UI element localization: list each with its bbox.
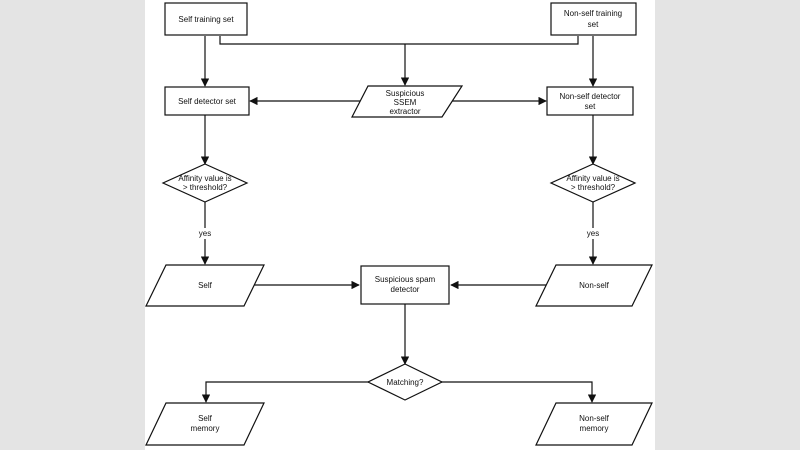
node-self-training-set: Self training set — [164, 2, 248, 36]
blurred-margin-left — [0, 0, 145, 450]
matching-label: Matching? — [387, 378, 424, 387]
edge-labels: yes yes — [196, 228, 602, 239]
nonself-training-label-line1: Non-self training — [564, 9, 622, 18]
node-affinity-check-left: Affinity value is > threshold? — [161, 163, 249, 203]
yes-label-left: yes — [199, 229, 211, 238]
self-output-label: Self — [198, 281, 213, 290]
node-affinity-check-right: Affinity value is > threshold? — [549, 163, 637, 203]
node-self-memory: Self memory — [145, 402, 265, 446]
affinity-right-label-line2: > threshold? — [571, 183, 616, 192]
node-self-detector-set: Self detector set — [164, 86, 250, 116]
extractor-label-line3: extractor — [389, 107, 420, 116]
flowchart: Self training set Non-self training set … — [145, 0, 655, 450]
node-nonself-memory: Non-self memory — [535, 402, 653, 446]
self-detector-label: Self detector set — [178, 97, 237, 106]
nonself-output-label: Non-self — [579, 281, 610, 290]
self-memory-label-line1: Self — [198, 414, 213, 423]
extractor-label-line2: SSEM — [394, 98, 417, 107]
nonself-detector-label-line1: Non-self detector — [560, 92, 621, 101]
edge-matching-to-selfmemory — [201, 381, 370, 403]
node-ssem-extractor: Suspicious SSEM extractor — [351, 85, 464, 118]
node-nonself-training-set: Non-self training set — [550, 2, 637, 36]
extractor-label-line1: Suspicious — [386, 89, 425, 98]
self-training-label: Self training set — [178, 15, 234, 24]
edge-matching-to-nonselfmemory — [440, 381, 597, 403]
blurred-margin-right — [655, 0, 800, 450]
node-nonself-detector-set: Non-self detector set — [546, 86, 634, 116]
self-memory-label-line2: memory — [191, 424, 220, 433]
nonself-memory-label-line2: memory — [580, 424, 609, 433]
spam-detector-label-line1: Suspicious spam — [375, 275, 436, 284]
affinity-right-label-line1: Affinity value is — [566, 174, 619, 183]
spam-detector-label-line2: detector — [391, 285, 420, 294]
yes-label-right: yes — [587, 229, 599, 238]
edges — [200, 36, 598, 403]
edge-training-connector — [219, 36, 579, 45]
nonself-detector-label-line2: set — [585, 102, 596, 111]
nonself-training-label-line2: set — [588, 20, 599, 29]
node-nonself-output: Non-self — [535, 264, 653, 307]
node-spam-detector: Suspicious spam detector — [360, 265, 450, 305]
node-matching: Matching? — [366, 363, 444, 401]
node-self-output: Self — [145, 264, 265, 307]
affinity-left-label-line1: Affinity value is — [178, 174, 231, 183]
affinity-left-label-line2: > threshold? — [183, 183, 228, 192]
nonself-memory-label-line1: Non-self — [579, 414, 610, 423]
